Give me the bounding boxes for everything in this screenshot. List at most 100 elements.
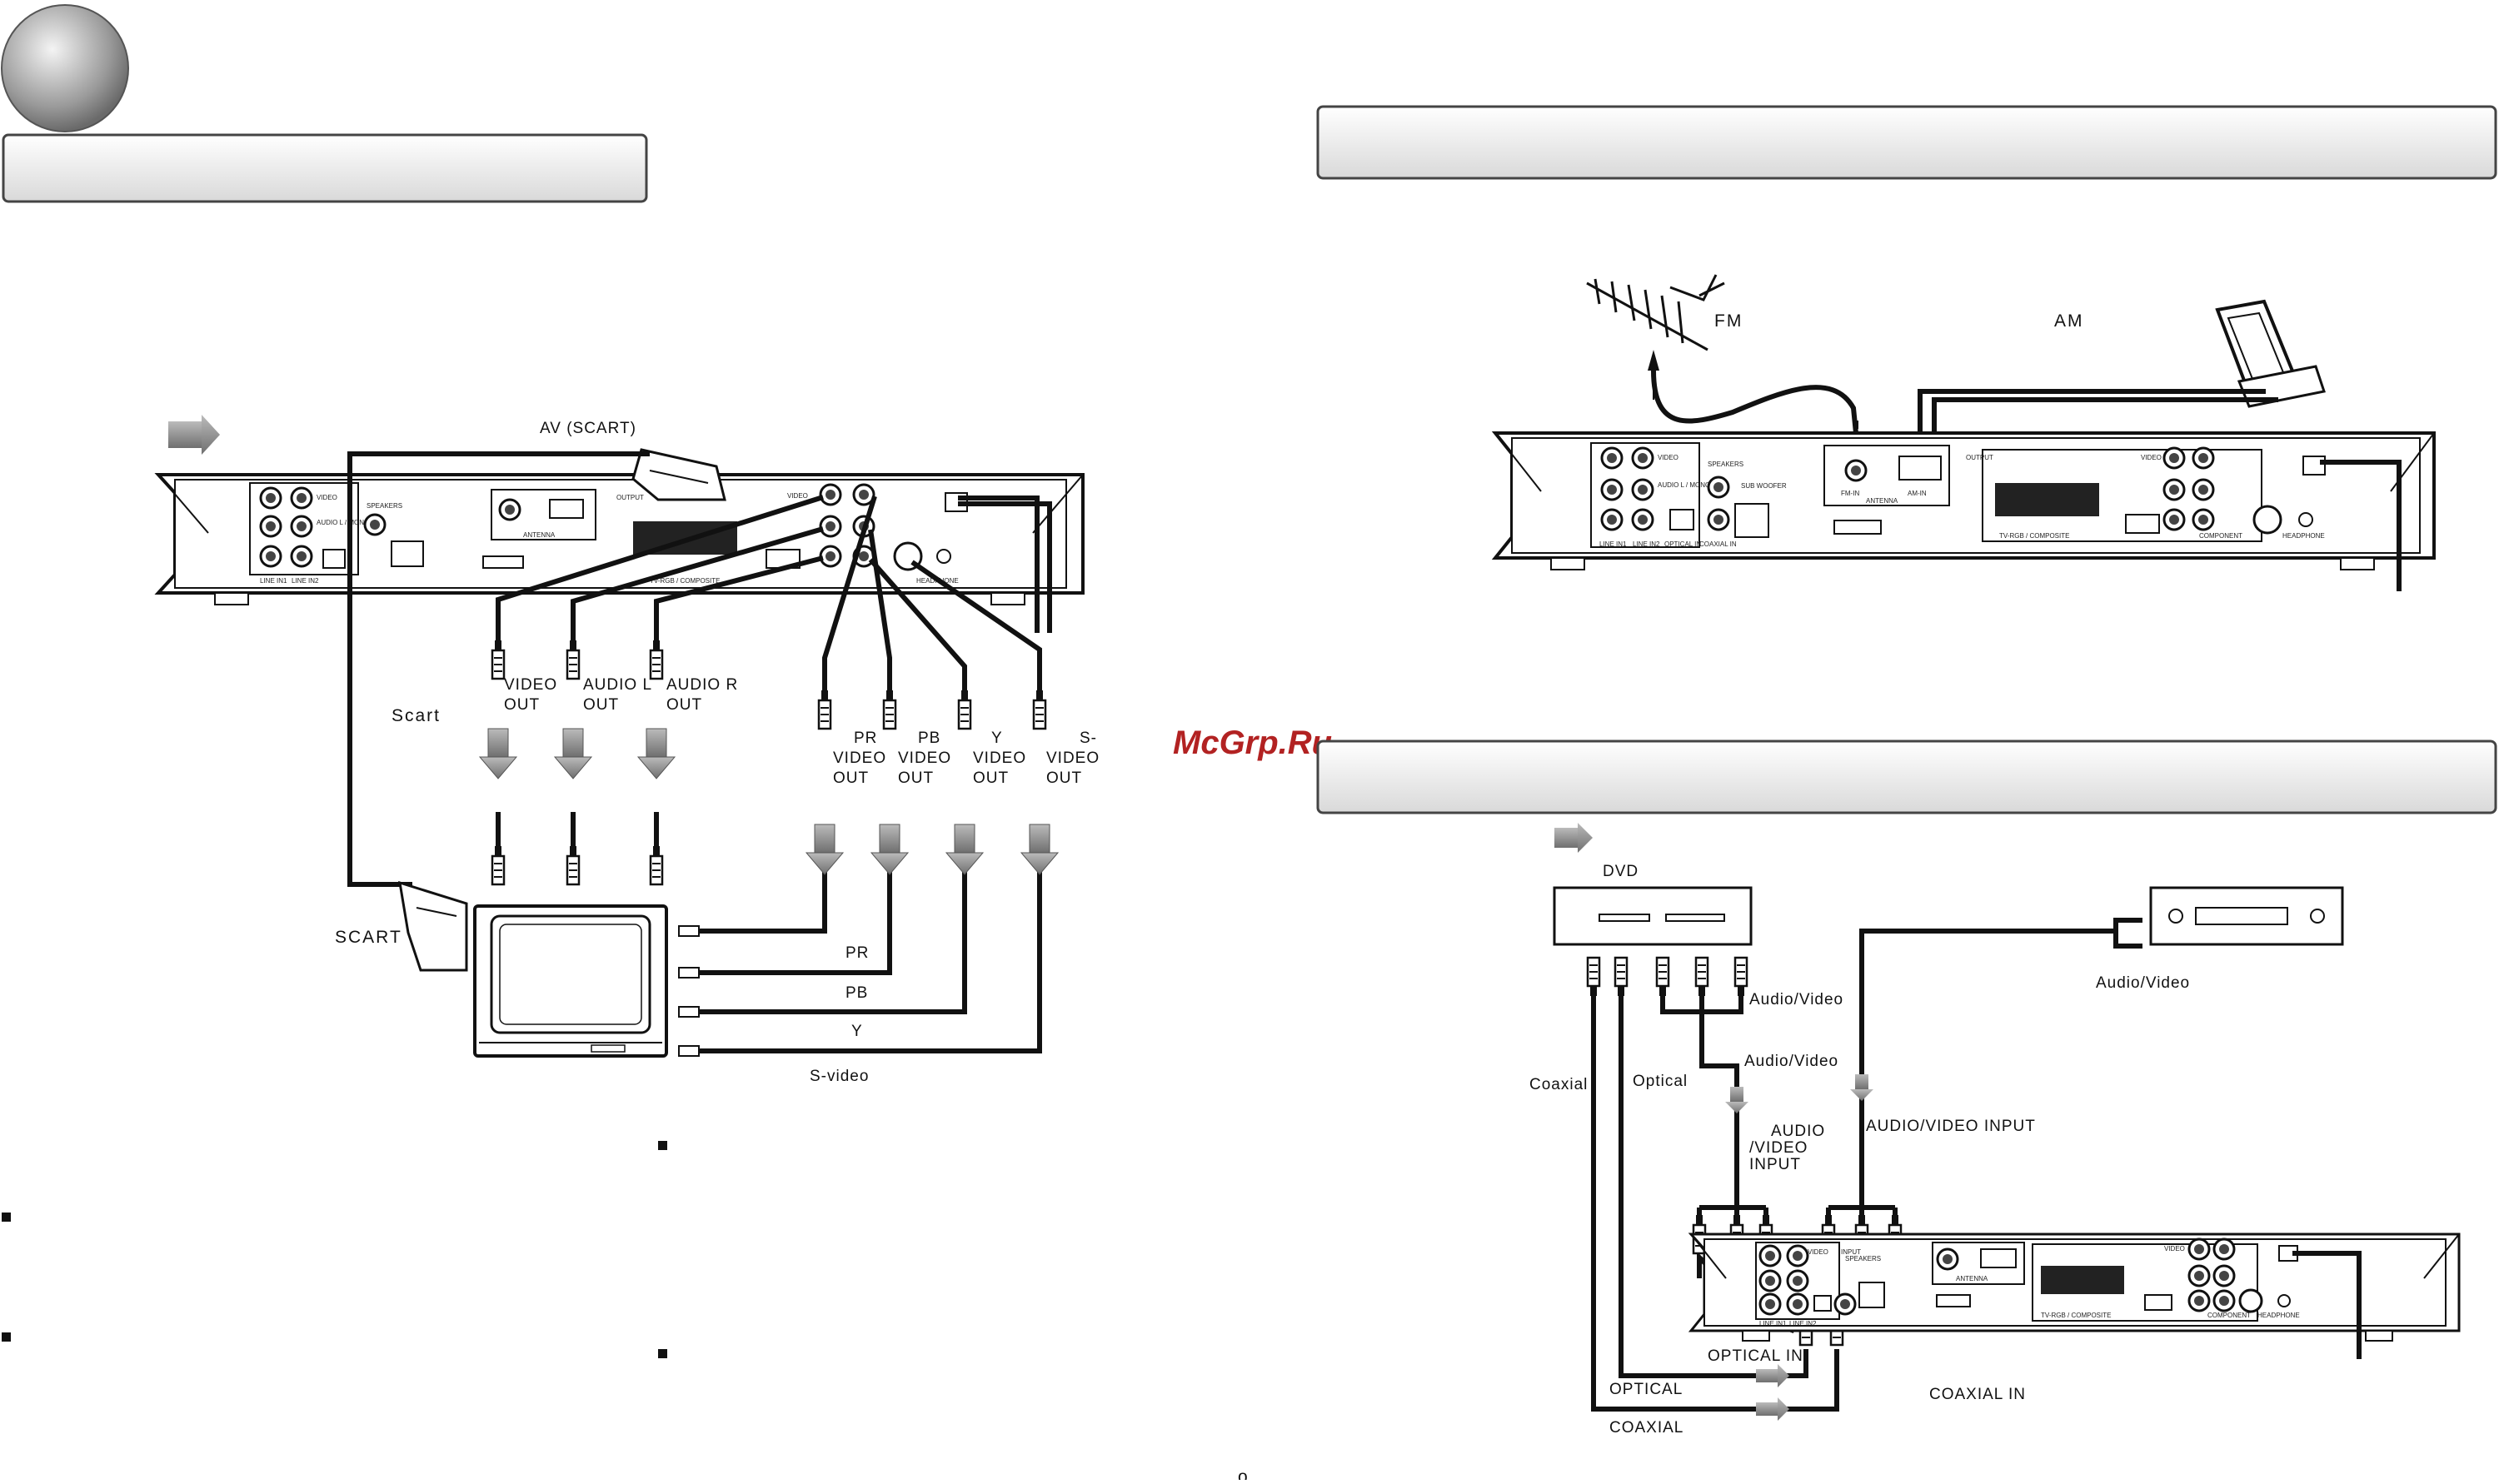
source-labels: Audio/Video Audio/Video Audio/Video Coax… [1529, 974, 2190, 1437]
unit-text: HEADPHONE [2257, 1312, 2300, 1319]
label-av-scart: AV (SCART) [540, 420, 636, 437]
svg-text:VIDEO: VIDEO [504, 676, 557, 694]
unit-text: VIDEO [317, 494, 337, 501]
unit-text: SPEAKERS [1708, 461, 1743, 468]
page-marker: o [1238, 1467, 1250, 1480]
svg-text:PB: PB [918, 730, 940, 747]
svg-text:S-: S- [1080, 730, 1097, 747]
svg-text:OPTICAL IN: OPTICAL IN [1708, 1347, 1803, 1365]
label-dvd: DVD [1603, 863, 1639, 880]
left-cables [347, 451, 1052, 1053]
unit-text: COMPONENT [2207, 1312, 2251, 1319]
unit-text: INPUT [1841, 1248, 1861, 1256]
unit-text: OUTPUT [1966, 454, 1993, 461]
svg-text:Optical: Optical [1633, 1073, 1688, 1090]
power-cord-sources [2292, 1251, 2362, 1359]
television [473, 904, 668, 1058]
svg-text:VIDEO: VIDEO [833, 749, 886, 767]
svg-text:AUDIO: AUDIO [1771, 1123, 1825, 1140]
unit-text: LINE IN2 [292, 577, 319, 585]
unit-text: SPEAKERS [1845, 1255, 1881, 1262]
receiver-unit-left: VIDEO AUDIO L / MONO LINE IN1 LINE IN2 S… [154, 473, 1085, 605]
power-cord-antenna [2320, 460, 2402, 591]
svg-text:COAXIAL IN: COAXIAL IN [1929, 1386, 2026, 1403]
sources-title-bar [1316, 740, 2497, 814]
unit-text: LINE IN1 [260, 577, 287, 585]
unit-text: FM-IN [1841, 490, 1859, 497]
source-cables [1591, 918, 2142, 1412]
svg-text:Audio/Video: Audio/Video [1744, 1053, 1838, 1070]
unit-text: VIDEO [2141, 454, 2162, 461]
svg-text:Y: Y [991, 730, 1003, 747]
svg-text:VIDEO: VIDEO [973, 749, 1026, 767]
svg-text:PR: PR [854, 730, 877, 747]
antenna-title-bar [1316, 105, 2497, 180]
label-tv-pr: PR [845, 944, 869, 962]
svg-text:Scart: Scart [392, 706, 441, 725]
unit-text: TV-RGB / COMPOSITE [2041, 1312, 2111, 1319]
unit-text: LINE IN1 [1759, 1320, 1787, 1327]
watermark: McGrp.Ru [1173, 725, 1332, 761]
small-arrows-sources [1725, 1074, 1873, 1421]
receiver-unit-antenna: VIDEO AUDIO L / MONO LINE IN1 LINE IN2 S… [1491, 431, 2436, 570]
label-tv-pb: PB [845, 984, 868, 1002]
unit-text: LINE IN1 [1599, 540, 1627, 548]
svg-text:AUDIO/VIDEO INPUT: AUDIO/VIDEO INPUT [1866, 1118, 2036, 1135]
label-tv-svideo: S-video [810, 1068, 869, 1085]
unit-text: TV-RGB / COMPOSITE [650, 577, 720, 585]
label-scart: SCART [335, 928, 402, 947]
dvd-player-icon [1553, 886, 1753, 946]
svg-text:COAXIAL: COAXIAL [1609, 1419, 1683, 1437]
unit-text: COMPONENT [2199, 532, 2242, 540]
svg-text:/VIDEO: /VIDEO [1749, 1139, 1808, 1157]
svg-text:INPUT: INPUT [1749, 1156, 1801, 1173]
vcr-device-icon [2149, 886, 2344, 946]
unit-text: VIDEO [1658, 454, 1678, 461]
arrow-icon-sources [1554, 823, 1593, 853]
scart-plug-bottom [398, 880, 468, 972]
unit-text: ANTENNA [523, 531, 556, 539]
unit-text: VIDEO [1808, 1248, 1828, 1256]
unit-text: AUDIO L / MONO [317, 519, 369, 526]
svg-text:Coaxial: Coaxial [1529, 1076, 1588, 1093]
svg-text:Audio/Video: Audio/Video [1749, 991, 1843, 1008]
svg-text:OUT: OUT [833, 769, 869, 787]
unit-text: HEADPHONE [2282, 532, 2325, 540]
am-loop-antenna-icon [2215, 299, 2326, 408]
tv-side-plugs [678, 925, 700, 1057]
svg-text:VIDEO: VIDEO [1046, 749, 1100, 767]
label-tv-y: Y [851, 1023, 863, 1040]
svg-text:OUT: OUT [666, 696, 702, 714]
svg-text:Audio/Video: Audio/Video [2096, 974, 2190, 992]
fm-antenna-icon [1586, 274, 1725, 400]
svg-text:OPTICAL: OPTICAL [1609, 1381, 1683, 1398]
unit-text: OUTPUT [616, 494, 644, 501]
rca-plugs-left-bottom [491, 812, 664, 886]
svg-text:OUT: OUT [1046, 769, 1082, 787]
unit-text: ANTENNA [1866, 497, 1898, 505]
svg-text:VIDEO: VIDEO [898, 749, 951, 767]
unit-text: AM-IN [1908, 490, 1927, 497]
svg-text:OUT: OUT [583, 696, 619, 714]
output-labels-left: VIDEO OUT AUDIO L OUT AUDIO R OUT Scart … [392, 676, 1100, 787]
unit-text: ANTENNA [1956, 1275, 1988, 1282]
unit-text: TV-RGB / COMPOSITE [1999, 532, 2069, 540]
svg-text:OUT: OUT [504, 696, 540, 714]
unit-text: LINE IN2 [1633, 540, 1660, 548]
label-am: AM [2054, 311, 2084, 331]
unit-text: AUDIO L / MONO [1658, 481, 1710, 489]
unit-text: OPTICAL IN [1664, 540, 1701, 548]
label-fm: FM [1714, 311, 1743, 331]
arrow-icon-left [168, 415, 220, 455]
svg-text:OUT: OUT [898, 769, 934, 787]
left-title-bar [2, 133, 648, 203]
svg-text:OUT: OUT [973, 769, 1009, 787]
svg-text:AUDIO R: AUDIO R [666, 676, 738, 694]
scart-plug-top [631, 448, 726, 501]
bullet-markers [2, 1141, 667, 1358]
header-sphere-icon [1, 4, 129, 132]
unit-text: VIDEO [2164, 1245, 2185, 1252]
unit-text: SUB WOOFER [1741, 482, 1787, 490]
down-arrows-left [479, 728, 1059, 875]
